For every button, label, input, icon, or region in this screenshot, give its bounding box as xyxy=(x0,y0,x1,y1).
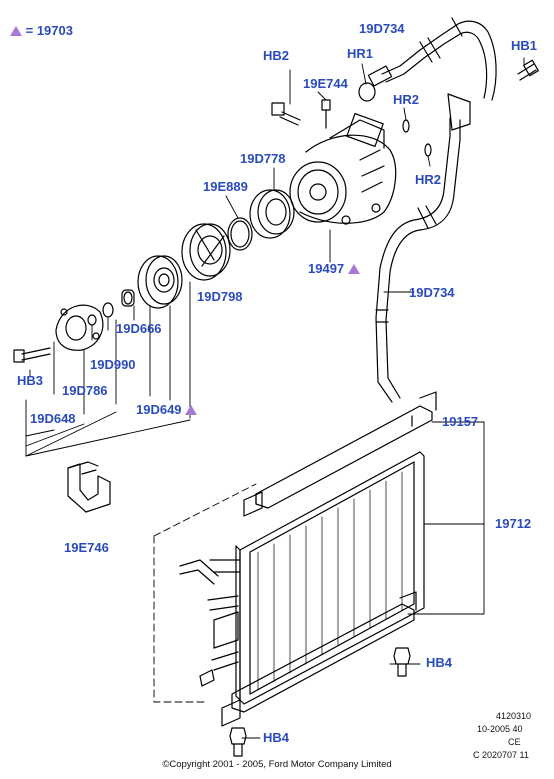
legend-text: = 19703 xyxy=(25,23,73,38)
washer-19d990 xyxy=(102,302,114,318)
valve-19e744 xyxy=(321,99,331,129)
label-19d778: 19D778 xyxy=(240,151,286,166)
label-19d649: 19D649 xyxy=(136,402,198,417)
label-hr2-b: HR2 xyxy=(415,172,442,187)
label-19d734-mid: 19D734 xyxy=(409,285,455,300)
label-19d666: 19D666 xyxy=(116,321,162,336)
label-19d649-text: 19D649 xyxy=(136,402,182,417)
o-ring-hr2a xyxy=(402,119,410,133)
bolt-hb3 xyxy=(13,347,51,363)
label-19157: 19157 xyxy=(442,414,479,429)
compressor-19497 xyxy=(289,112,397,225)
label-19d990: 19D990 xyxy=(90,357,136,372)
spacer-19d666 xyxy=(121,289,135,307)
bolt-hb4-lower xyxy=(229,727,247,757)
reference-line-2: 10-2005 40 xyxy=(477,724,523,734)
reference-line-4: C 2020707 11 xyxy=(473,750,529,760)
ring-19e889 xyxy=(227,217,253,251)
bolt-hb4-upper xyxy=(393,647,411,677)
label-hb4-lower: HB4 xyxy=(263,730,290,745)
label-19497: 19497 xyxy=(308,262,360,275)
label-hb4-upper: HB4 xyxy=(426,655,453,670)
label-19497-text: 19497 xyxy=(308,261,345,276)
label-19e889: 19E889 xyxy=(203,179,248,194)
label-hb3: HB3 xyxy=(17,373,44,388)
label-19712: 19712 xyxy=(495,516,532,531)
clutch-pulley-19d798 xyxy=(181,223,231,281)
reference-line-3: CE xyxy=(508,737,521,747)
triangle-marker-icon xyxy=(10,26,22,36)
leader-lines xyxy=(25,57,525,739)
label-19d734-top: 19D734 xyxy=(359,21,405,36)
bracket-19e746 xyxy=(67,461,111,513)
copyright-text: ©Copyright 2001 - 2005, Ford Motor Compa… xyxy=(162,759,392,770)
bolt-hb2 xyxy=(271,102,301,126)
front-plate-19d648 xyxy=(55,304,104,351)
support-bar-19157 xyxy=(243,391,437,517)
upper-hose-19d734 xyxy=(367,17,497,101)
label-hb1: HB1 xyxy=(511,38,538,53)
lower-hose-19d734 xyxy=(375,93,471,403)
dashed-guide xyxy=(153,483,257,703)
label-19e746: 19E746 xyxy=(64,540,109,555)
clutch-coil-19d778 xyxy=(249,189,295,239)
label-hr1: HR1 xyxy=(347,46,374,61)
pulley-19d649 xyxy=(137,255,183,309)
legend: = 19703 xyxy=(10,24,73,37)
bolt-hb1 xyxy=(517,59,539,81)
label-19d798: 19D798 xyxy=(197,289,243,304)
triangle-marker-icon xyxy=(185,405,198,415)
label-19d648: 19D648 xyxy=(30,411,76,426)
triangle-marker-icon xyxy=(347,264,360,274)
washer-19d786 xyxy=(87,314,97,326)
label-19e744: 19E744 xyxy=(303,76,348,91)
label-hb2: HB2 xyxy=(263,48,290,63)
lower-support-bar xyxy=(221,591,417,727)
o-ring-hr2b xyxy=(424,143,432,157)
o-ring-hr1 xyxy=(358,82,376,102)
reference-line-1: 4120310 xyxy=(496,711,532,721)
label-hr2-a: HR2 xyxy=(393,92,420,107)
label-19d786: 19D786 xyxy=(62,383,108,398)
